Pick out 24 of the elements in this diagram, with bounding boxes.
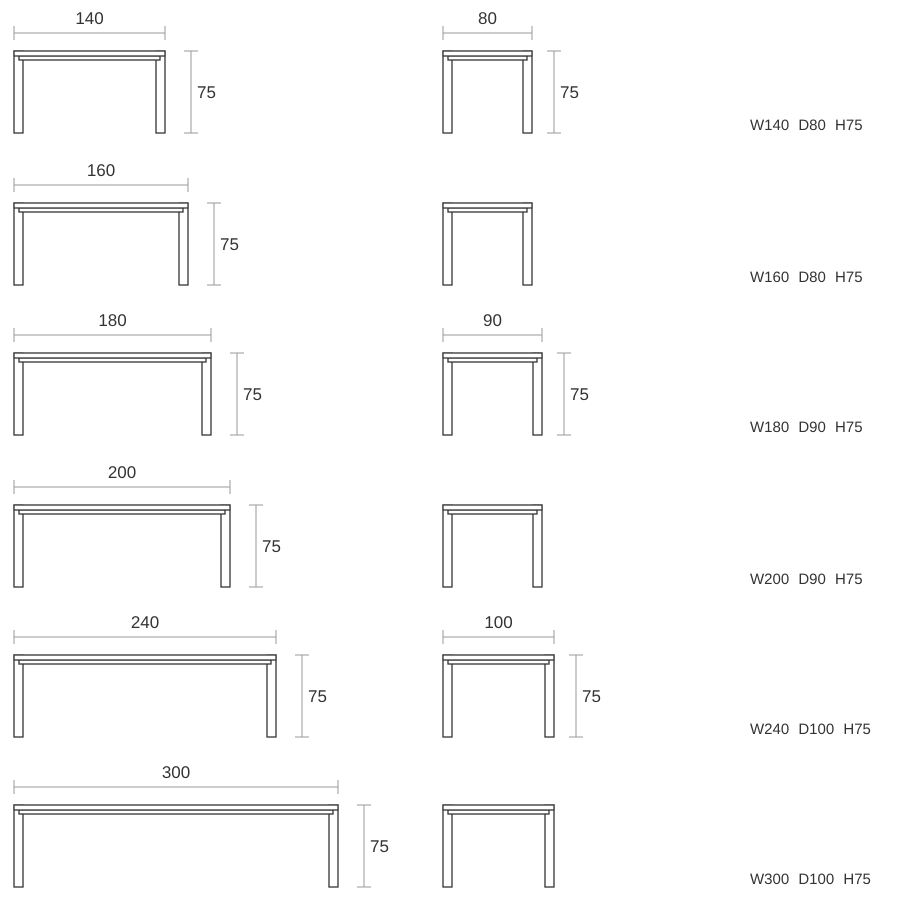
size-label: W300 D100 H75 — [750, 871, 871, 889]
dimension-label: 100 — [484, 613, 513, 633]
dimension-label: 75 — [220, 235, 239, 255]
dimension-label: 75 — [370, 837, 389, 857]
dimension-label: 75 — [570, 385, 589, 405]
size-label: W140 D80 H75 — [750, 117, 863, 135]
dimension-label: 75 — [308, 687, 327, 707]
dimension-label: 75 — [243, 385, 262, 405]
size-label: W240 D100 H75 — [750, 721, 871, 739]
dimension-label: 200 — [108, 463, 136, 483]
dimension-label: 180 — [98, 311, 127, 331]
size-label: W160 D80 H75 — [750, 269, 863, 287]
dimension-label: 240 — [130, 613, 160, 633]
size-label: W180 D90 H75 — [750, 419, 863, 437]
dimension-label: 90 — [483, 311, 502, 331]
dimension-label: 300 — [162, 763, 190, 783]
dimension-label: 75 — [262, 537, 281, 557]
dimension-label: 140 — [75, 9, 104, 29]
dimension-label: 75 — [582, 687, 601, 707]
dimension-label: 75 — [197, 83, 216, 103]
dimension-label: 160 — [86, 161, 116, 181]
dimension-label: 75 — [560, 83, 579, 103]
dimension-label: 80 — [478, 9, 497, 29]
size-label: W200 D90 H75 — [750, 571, 863, 589]
